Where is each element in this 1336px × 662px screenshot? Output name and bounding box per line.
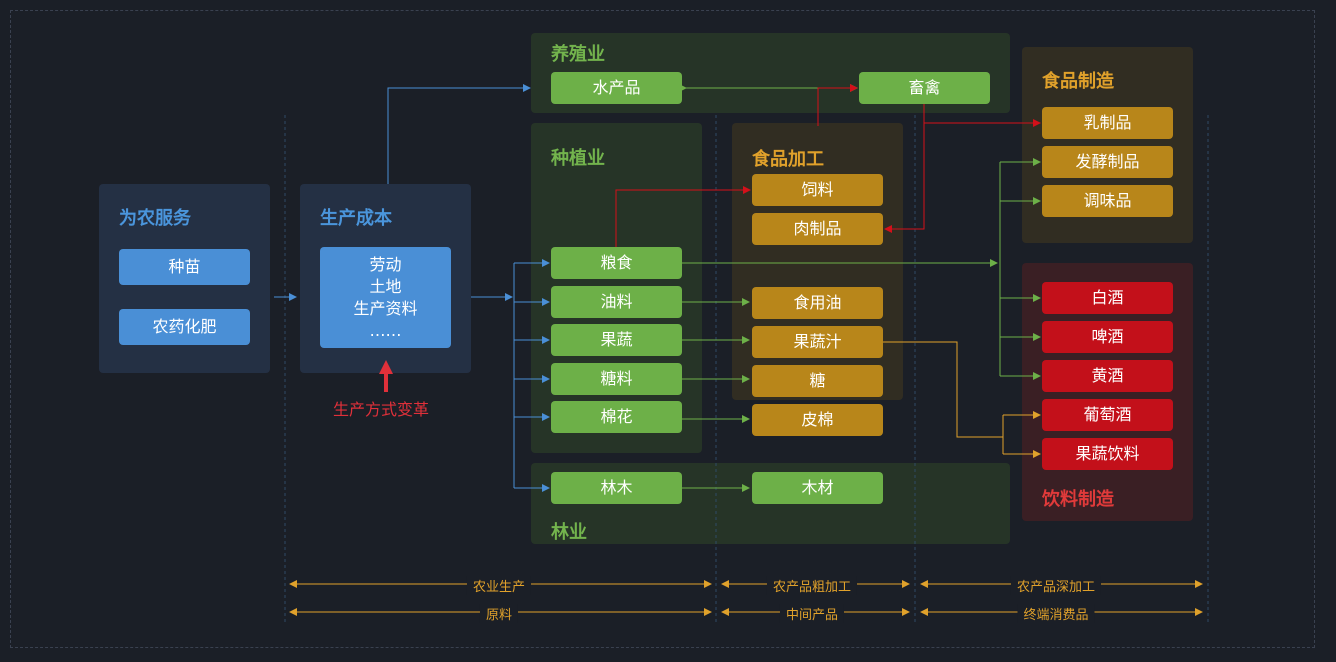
- node-pimian: 皮棉: [752, 404, 883, 436]
- node-fajiao: 发酵制品: [1042, 146, 1173, 178]
- zhizao-title: 食品制造: [1042, 71, 1114, 92]
- nongfuwu-title: 为农服务: [119, 208, 191, 229]
- node-nongyao: 农药化肥: [119, 309, 250, 345]
- diagram-frame: [10, 10, 1315, 648]
- red-connectors: [615, 84, 1041, 247]
- node-putaojiu: 葡萄酒: [1042, 399, 1173, 431]
- linye-title: 林业: [551, 522, 587, 543]
- node-xuqin: 畜禽: [859, 72, 990, 104]
- node-siliao: 饲料: [752, 174, 883, 206]
- orange-connectors: [883, 341, 1041, 458]
- node-shuichanpin: 水产品: [551, 72, 682, 104]
- range-label-shenjiagong: 农产品深加工: [1010, 576, 1102, 595]
- node-rouzhipin: 肉制品: [752, 213, 883, 245]
- reform-arrow: [379, 360, 393, 392]
- chengben-line-3: 生产资料: [353, 298, 418, 318]
- node-zhongmiao: 种苗: [119, 249, 250, 285]
- node-tiaoweipin: 调味品: [1042, 185, 1173, 217]
- column-separators: [284, 115, 1209, 622]
- node-linmu: 林木: [551, 472, 682, 504]
- node-baijiu: 白酒: [1042, 282, 1173, 314]
- range-label-zhongduanxiaofeipin: 终端消费品: [1017, 604, 1095, 623]
- node-tangliao: 糖料: [551, 363, 682, 395]
- jiagong-title: 食品加工: [752, 149, 824, 170]
- range-label-yuanliao: 原料: [479, 604, 519, 623]
- chengben-title: 生产成本: [320, 208, 392, 229]
- chengben-line-2: 土地: [369, 276, 402, 296]
- node-youliao: 油料: [551, 286, 682, 318]
- node-guoshuyinliao: 果蔬饮料: [1042, 438, 1173, 470]
- green-connectors: [679, 84, 1041, 492]
- zhongzhi-title: 种植业: [551, 148, 605, 169]
- node-mianhua: 棉花: [551, 401, 682, 433]
- node-pijiu: 啤酒: [1042, 321, 1173, 353]
- chengben-line-1: 劳动: [369, 254, 402, 274]
- node-shiyongyou: 食用油: [752, 287, 883, 319]
- node-huangjiu: 黄酒: [1042, 360, 1173, 392]
- chengben-line-4: ……: [369, 320, 402, 340]
- node-liangshi: 粮食: [551, 247, 682, 279]
- range-label-zhongjianchanpin: 中间产品: [779, 604, 845, 623]
- node-mucai: 木材: [752, 472, 883, 504]
- reform-label: 生产方式变革: [333, 400, 430, 419]
- node-chengben-box: 劳动 土地 生产资料 ……: [320, 247, 451, 348]
- yangzhi-title: 养殖业: [551, 44, 605, 65]
- node-ruzhipin: 乳制品: [1042, 107, 1173, 139]
- range-label-nongyeshengchan: 农业生产: [466, 576, 532, 595]
- node-tang: 糖: [752, 365, 883, 397]
- node-guoshu: 果蔬: [551, 324, 682, 356]
- range-label-cujiagong: 农产品粗加工: [766, 576, 858, 595]
- node-guoshuzhi: 果蔬汁: [752, 326, 883, 358]
- yinliao-title: 饮料制造: [1042, 489, 1114, 510]
- blue-connectors: [274, 84, 550, 492]
